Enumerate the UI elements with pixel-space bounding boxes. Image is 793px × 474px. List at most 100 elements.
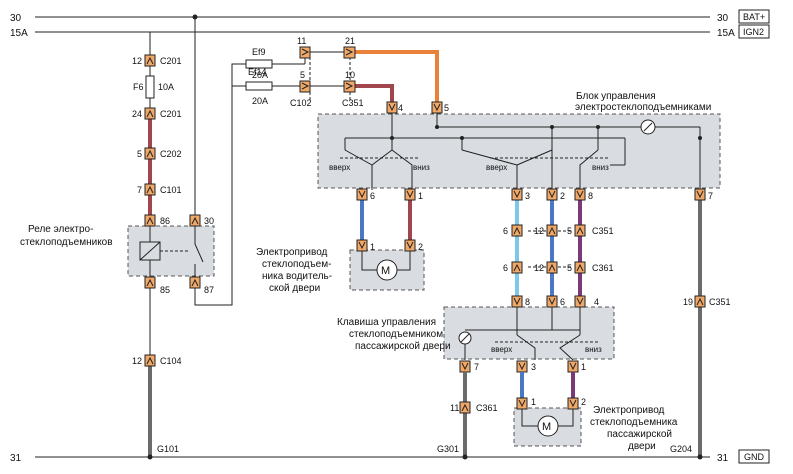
junction-dot <box>596 125 600 129</box>
connector-relay-30 <box>189 214 201 227</box>
c202-name: C202 <box>160 149 182 159</box>
c361-r2-b: 12 <box>534 263 544 273</box>
relay-pin-30: 30 <box>204 216 214 226</box>
cu-down-1: вниз <box>413 163 430 172</box>
c361-r2-c: 5 <box>567 263 572 273</box>
relay-contact <box>194 243 204 263</box>
pm-pin-1: 1 <box>531 397 536 407</box>
left-connectors: 12 C201 F6 10A 24 C201 5 C202 7 C101 12 … <box>132 54 182 460</box>
control-unit-label: Блок управления электростеклоподъемникам… <box>575 91 711 113</box>
top-pin-21: 21 <box>345 36 355 46</box>
rail-15a-right: 15A <box>717 28 735 39</box>
cu-pin-4: 4 <box>398 103 403 113</box>
connector-dm-2 <box>404 239 416 252</box>
junction-dot <box>550 125 554 129</box>
top-wires: 11 21 5 10 C102 C351 4 5 <box>290 36 449 114</box>
connector-c351-12 <box>546 224 558 237</box>
cu-pins: 6 1 3 2 8 7 <box>356 188 713 201</box>
g301-label: G301 <box>437 444 459 454</box>
cu-pin-2: 2 <box>560 191 565 201</box>
fuse-ef9-rating: 20A <box>252 70 268 80</box>
c201-bot-pin: 24 <box>132 109 142 119</box>
dm-pin-1: 1 <box>370 242 375 252</box>
relay-box <box>127 225 215 277</box>
connector-dm-1 <box>356 239 368 252</box>
c351-r1-c: 5 <box>567 226 572 236</box>
rails: 30 15A 31 30 15A 31 BAT+ IGN2 GND <box>10 9 770 464</box>
connector-ps-1 <box>567 360 579 373</box>
top-fuses: Ef9 20A 20A <box>245 47 273 106</box>
driver-motor-label: Электропривод стеклоподъем- ника водител… <box>256 247 335 294</box>
cu-down-2: вниз <box>592 163 609 172</box>
c351-r1-a: 6 <box>503 226 508 236</box>
connector-ps-6 <box>546 295 558 308</box>
ign2-label: IGN2 <box>743 27 764 37</box>
passenger-switch-label-line-3: пассажирской двери <box>355 341 451 352</box>
ps-pin-1: 1 <box>581 362 586 372</box>
control-unit-label-line-1: Блок управления <box>576 91 656 102</box>
fuse-ef14-rating: 20A <box>252 96 268 106</box>
driver-motor: 1 2 M Электропривод стеклоподъем- ника в… <box>256 239 425 294</box>
g204-dot <box>697 454 703 460</box>
driver-motor-label-line-3: ника водитель- <box>262 271 332 282</box>
rail-30-right: 30 <box>717 13 729 24</box>
g204-label: G204 <box>670 444 692 454</box>
pm-m: M <box>542 421 551 433</box>
junction-dot <box>698 136 702 140</box>
relay-pin-87: 87 <box>204 285 214 295</box>
connector-cu-5 <box>431 101 443 114</box>
g101-label: G101 <box>157 444 179 454</box>
motor-icon <box>537 415 559 437</box>
connector-cu-4 <box>386 101 398 114</box>
connector-cu-3 <box>511 188 523 201</box>
connector-pm-2 <box>567 397 579 410</box>
middle-connectors: 6 12 5 C351 6 12 5 C361 19 C351 <box>503 224 731 308</box>
control-unit-box <box>317 113 721 189</box>
connector-ps-7 <box>459 360 471 373</box>
rail-15a-left: 15A <box>10 28 28 39</box>
relay-label-line-1: Реле электро- <box>28 224 93 235</box>
passenger-motor-label-line-4: двери <box>628 441 656 452</box>
connector-top-10 <box>343 80 356 93</box>
connector-c202 <box>144 147 156 160</box>
connector-cu-8 <box>574 188 586 201</box>
top-pin-10: 10 <box>345 70 355 80</box>
connector-c351-5 <box>574 224 586 237</box>
c202-pin: 5 <box>137 149 142 159</box>
ps-pin-4: 4 <box>594 297 599 307</box>
cu-up-2: вверх <box>486 163 507 172</box>
passenger-switch-label-line-1: Клавиша управления <box>337 317 436 328</box>
c101-name: C101 <box>160 185 182 195</box>
relay-pin-85: 85 <box>160 285 170 295</box>
connector-c361-11 <box>459 401 471 414</box>
relay: 86 30 85 87 Реле электро- стеклоподъемни… <box>20 214 215 295</box>
c351-19-name: C351 <box>709 297 731 307</box>
connector-cu-6 <box>356 188 368 201</box>
connector-c351-19 <box>694 295 706 308</box>
top-pin-11: 11 <box>297 36 306 46</box>
c104-name: C104 <box>160 356 182 366</box>
relay-label: Реле электро- стеклоподъемников <box>20 224 113 248</box>
driver-motor-label-line-1: Электропривод <box>256 247 328 258</box>
c361-r2-a: 6 <box>503 263 508 273</box>
junction-dot <box>460 136 464 140</box>
rail-31-right: 31 <box>717 453 729 464</box>
connector-relay-85 <box>144 276 156 289</box>
fuse-ef9-name: Ef9 <box>252 47 266 57</box>
top-c102: C102 <box>290 98 312 108</box>
fuse-f6-rating: 10A <box>158 82 174 92</box>
cu-output-wires <box>360 200 702 457</box>
control-unit-label-line-2: электростеклоподъемниками <box>575 102 711 113</box>
fuse-f6-name: F6 <box>133 82 144 92</box>
fuse-ef14 <box>245 81 273 91</box>
relay-pin-86: 86 <box>160 216 170 226</box>
driver-motor-label-line-4: ской двери <box>269 283 320 294</box>
ps-down: вниз <box>585 345 602 354</box>
cu-pin-1: 1 <box>418 191 423 201</box>
connector-ps-8 <box>511 295 523 308</box>
c351-19-pin: 19 <box>683 297 693 307</box>
c201-top-pin: 12 <box>132 56 142 66</box>
g301-dot <box>462 454 468 460</box>
connector-ps-3 <box>516 360 528 373</box>
fuse-f6 <box>145 75 155 99</box>
